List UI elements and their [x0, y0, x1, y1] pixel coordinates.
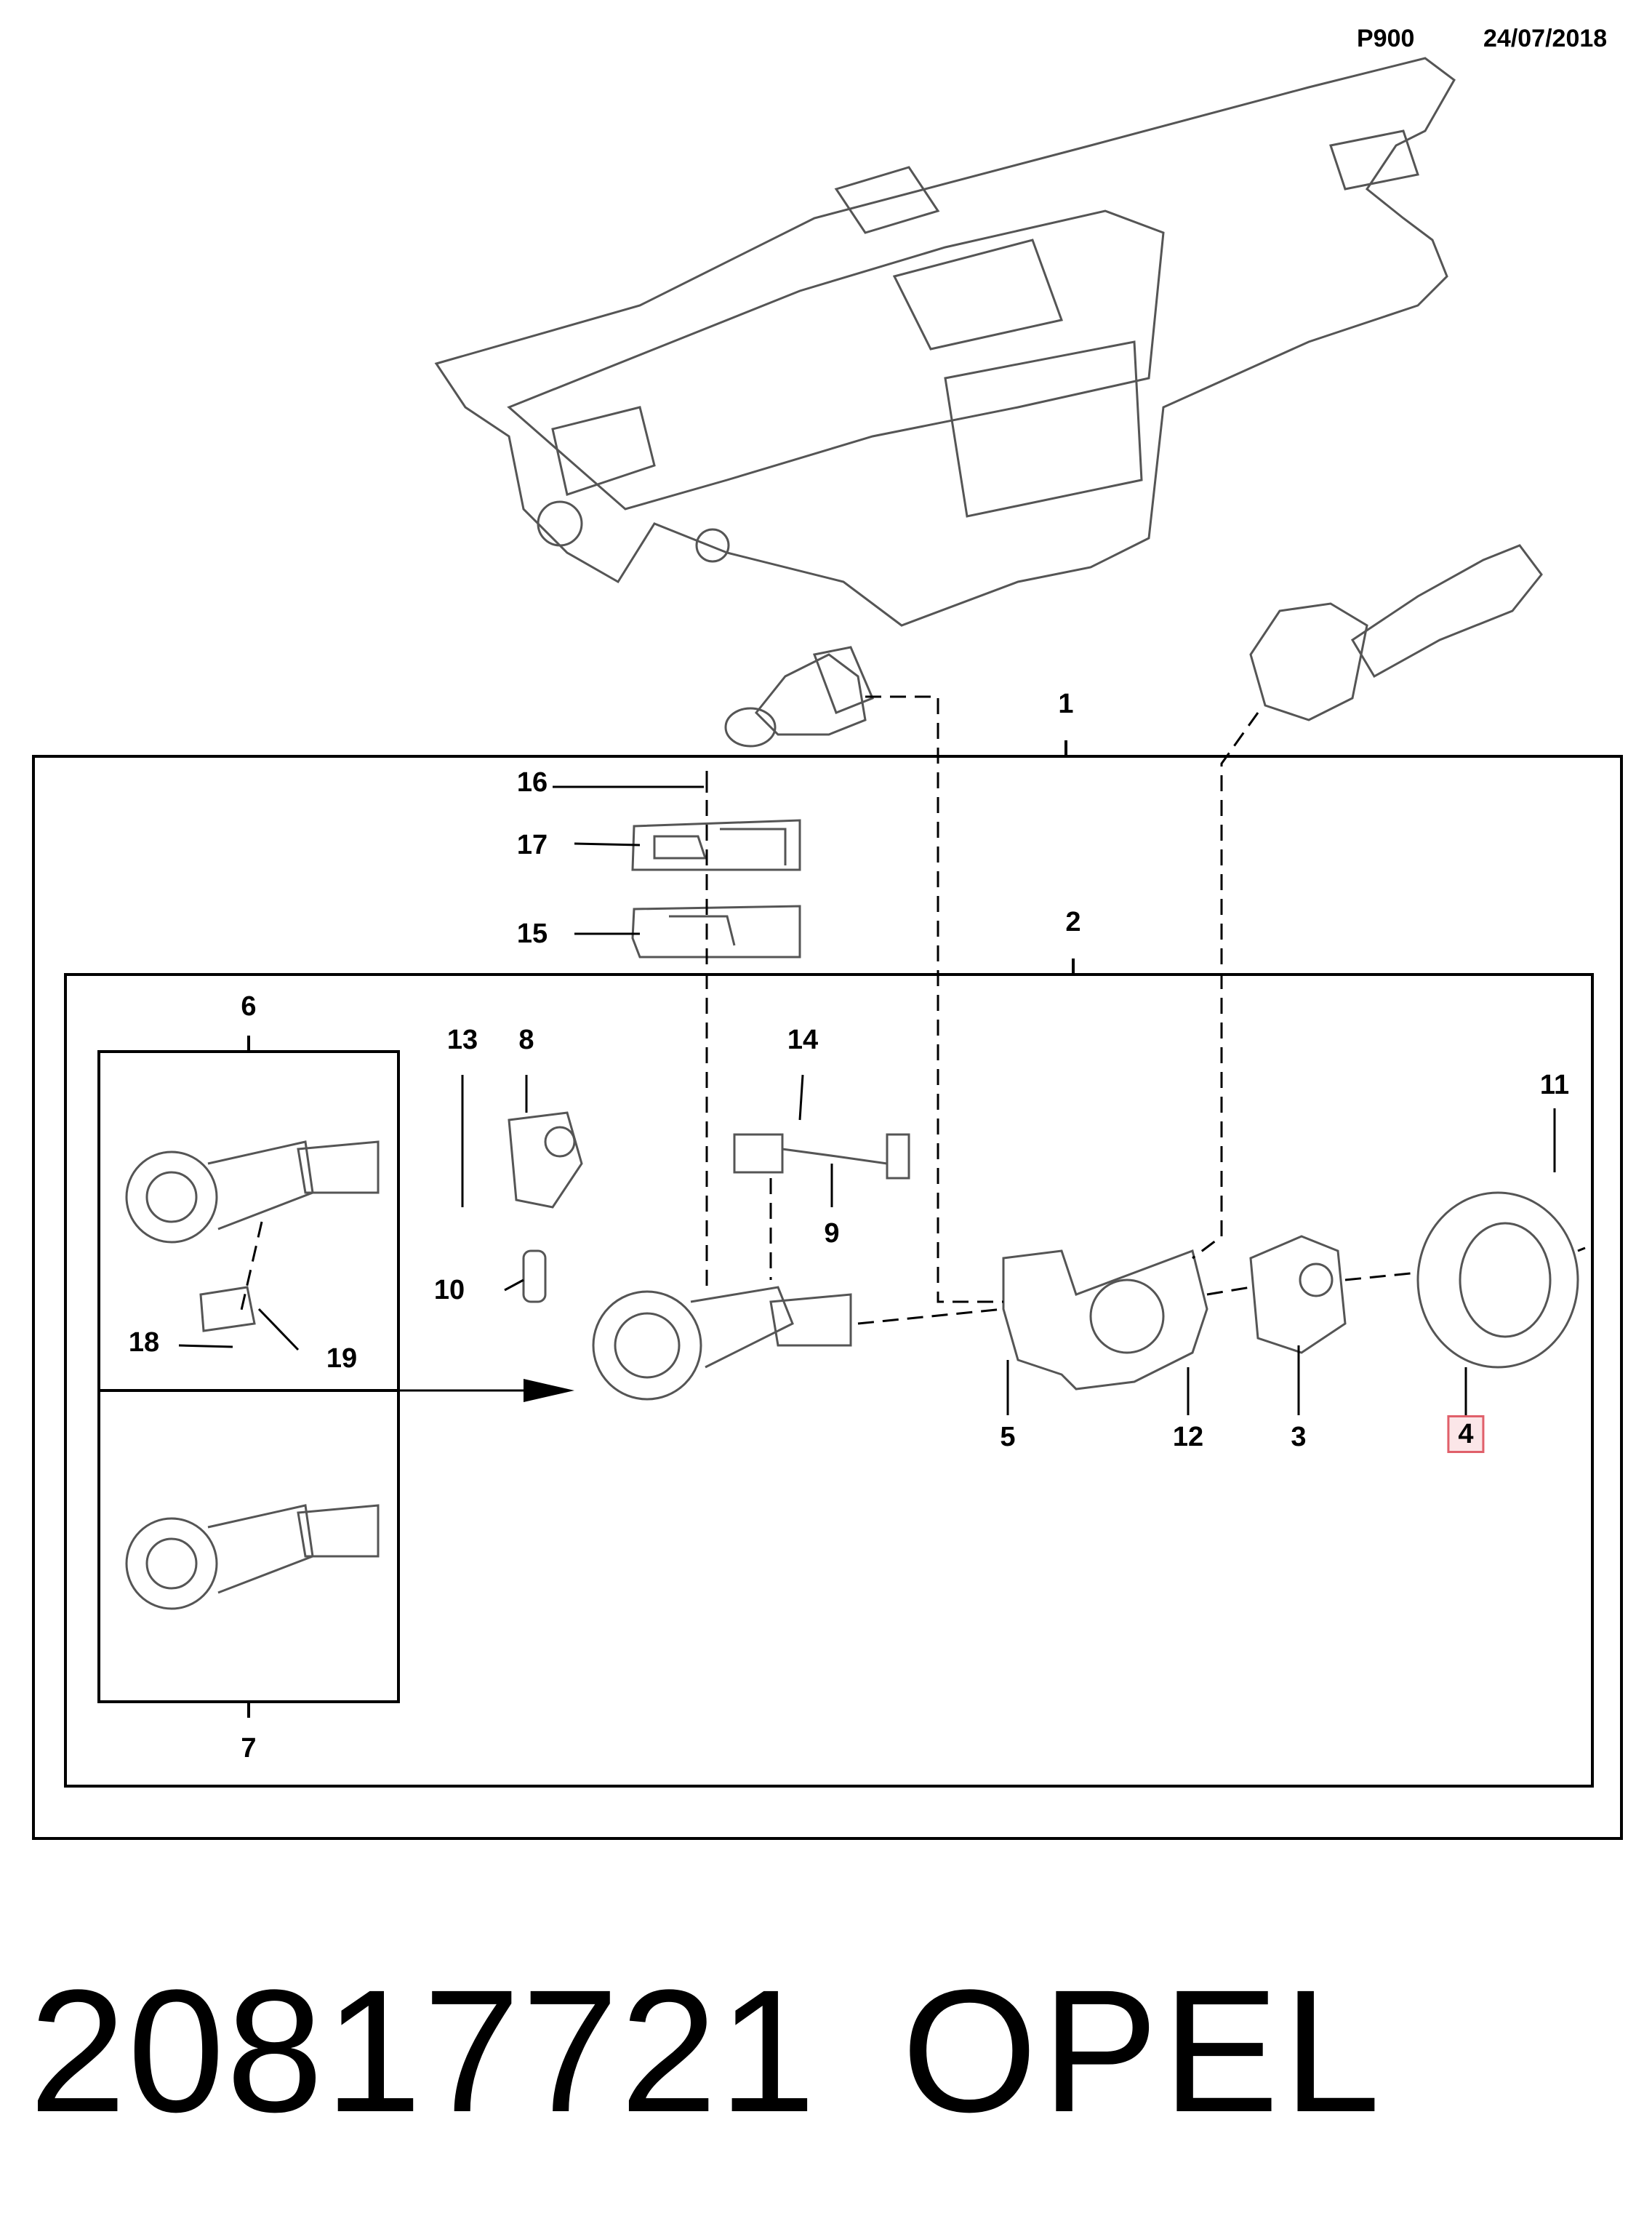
- housing-main-illustration: [592, 1286, 852, 1401]
- callout-15[interactable]: 15: [516, 919, 548, 949]
- bracket-15-illustration: [631, 905, 801, 959]
- bracket-17-illustration: [631, 819, 801, 871]
- callout-5[interactable]: 5: [1000, 1422, 1016, 1452]
- callout-2[interactable]: 2: [1065, 907, 1081, 937]
- dashboard-illustration: [434, 57, 1456, 627]
- harness-9-illustration: [733, 1133, 910, 1180]
- callout-10[interactable]: 10: [433, 1275, 465, 1305]
- arrow-head: [524, 1379, 574, 1402]
- callout-8[interactable]: 8: [518, 1025, 534, 1055]
- callout-11[interactable]: 11: [1539, 1070, 1570, 1100]
- callout-7[interactable]: 7: [241, 1733, 257, 1764]
- assembly-1-frame: [32, 755, 1623, 1840]
- callout-16[interactable]: 16: [516, 767, 548, 798]
- callout-12[interactable]: 12: [1172, 1422, 1204, 1452]
- callout-13[interactable]: 13: [446, 1025, 478, 1055]
- callout-4[interactable]: 4: [1447, 1415, 1485, 1453]
- part-5-illustration: [1002, 1249, 1208, 1390]
- callout-14[interactable]: 14: [787, 1025, 819, 1055]
- brand-name: OPEL: [902, 1953, 1385, 2148]
- wiper-switch-illustration: [1249, 544, 1543, 721]
- part-number: 20817721: [29, 1953, 817, 2148]
- variant-6-housing-illustration: [125, 1140, 380, 1332]
- assembly-lines: [238, 695, 1586, 1325]
- callout-3[interactable]: 3: [1291, 1422, 1307, 1452]
- part-8-illustration: [508, 1111, 583, 1209]
- callout-9[interactable]: 9: [824, 1218, 840, 1249]
- callout-17[interactable]: 17: [516, 830, 548, 860]
- diagram-code: P900: [1357, 25, 1415, 52]
- variant-7-frame: [97, 1389, 400, 1703]
- part-3-illustration: [1249, 1235, 1347, 1354]
- callout-1[interactable]: 1: [1058, 689, 1074, 719]
- callout-19[interactable]: 19: [326, 1343, 358, 1374]
- callout-18[interactable]: 18: [128, 1327, 160, 1358]
- callout-6[interactable]: 6: [241, 991, 257, 1022]
- leader-lines: [99, 785, 1556, 1415]
- part-4-illustration: [1416, 1191, 1579, 1369]
- diagram-date: 24/07/2018: [1483, 25, 1608, 52]
- part-10-illustration: [522, 1249, 547, 1303]
- assembly-2-frame: [64, 973, 1594, 1788]
- turn-signal-switch-illustration: [724, 646, 874, 748]
- variant-7-housing-illustration: [125, 1504, 380, 1610]
